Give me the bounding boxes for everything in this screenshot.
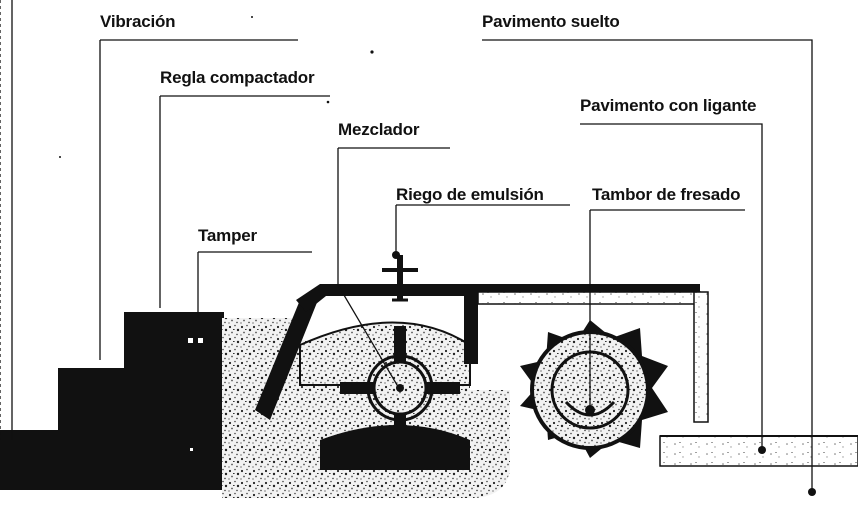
mixer-rotor xyxy=(340,326,460,450)
label-vibracion: Vibración xyxy=(100,12,176,31)
label-tambor-de-fresado: Tambor de fresado xyxy=(592,185,741,204)
label-pavimento-suelto: Pavimento suelto xyxy=(482,12,620,31)
marker-dot xyxy=(758,446,766,454)
label-pavimento-con-ligante: Pavimento con ligante xyxy=(580,96,757,115)
label-tamper: Tamper xyxy=(198,226,257,245)
leader-pavimento-suelto xyxy=(482,39,813,492)
marker-dot xyxy=(586,406,594,414)
leader-mezclador xyxy=(337,148,401,391)
label-riego-de-emulsion: Riego de emulsión xyxy=(396,185,544,204)
print-speck xyxy=(59,156,61,158)
screed-slot xyxy=(190,448,193,451)
leader-pavimento-ligante xyxy=(580,123,763,448)
marker-dot xyxy=(392,251,400,259)
marker-dot xyxy=(808,488,816,496)
drum-hood-side xyxy=(693,291,709,423)
print-speck xyxy=(251,16,253,18)
leader-lines xyxy=(0,0,813,492)
milling-drum xyxy=(520,320,668,458)
deflector-plate xyxy=(255,300,318,420)
drum-hood-top xyxy=(477,291,701,305)
label-mezclador: Mezclador xyxy=(338,120,420,139)
label-regla-compactador: Regla compactador xyxy=(160,68,315,87)
screed-slot xyxy=(188,338,193,343)
label-underlines xyxy=(100,39,745,253)
print-speck xyxy=(326,100,330,104)
frame-post xyxy=(464,294,478,364)
print-speck xyxy=(370,50,374,54)
screed-slot xyxy=(198,338,203,343)
